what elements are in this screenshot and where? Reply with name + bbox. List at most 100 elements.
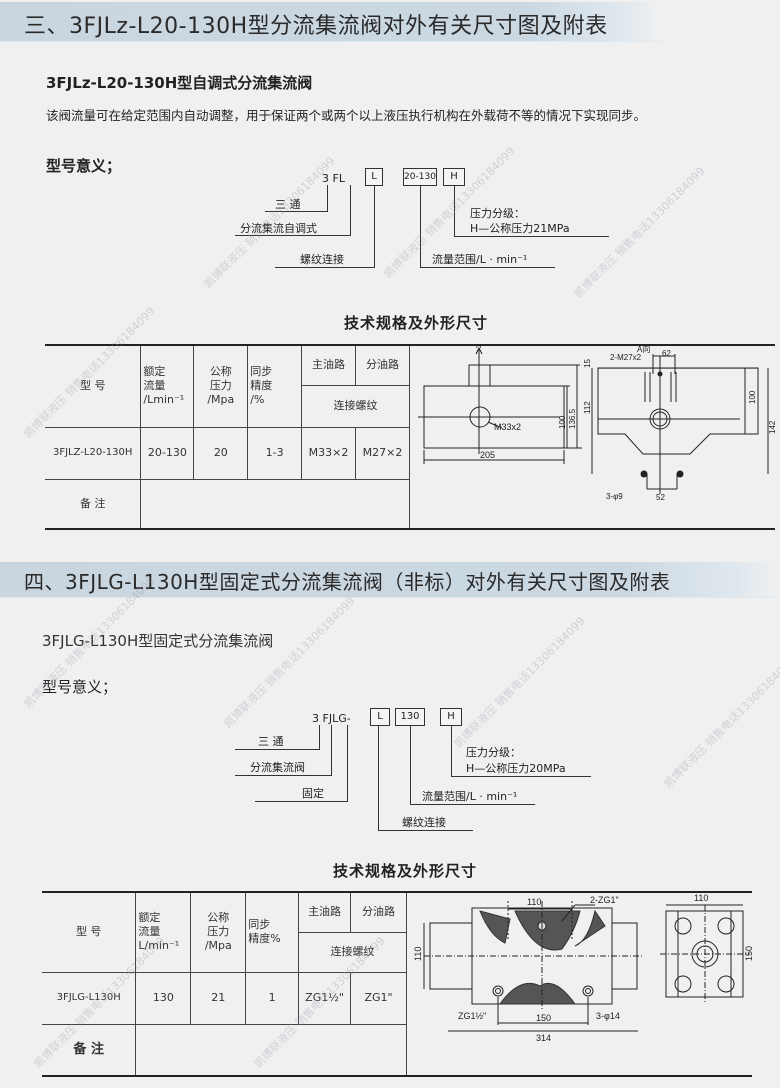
- header-nominal-pressure: 公称 压力 /Mpa: [190, 891, 247, 973]
- table-row: 3FJLG-L130H 130 21 1 ZG1½" ZG1": [42, 971, 407, 1025]
- svg-text:2-M27x2: 2-M27x2: [610, 353, 642, 362]
- section4-drawing-frame: [407, 891, 752, 1077]
- svg-text:110: 110: [694, 893, 708, 903]
- cell-sync-precision: 1: [245, 971, 300, 1025]
- cell-nominal-pressure: 21: [190, 971, 247, 1025]
- cell-rated-flow: 130: [135, 971, 192, 1025]
- svg-text:100: 100: [748, 390, 757, 404]
- model-prefix: 3 FL: [322, 172, 345, 185]
- section3-header-bar: 三、3FJLz-L20-130H型分流集流阀对外有关尺寸图及附表: [0, 2, 660, 42]
- watermark: 凯博联液压 销售电话13306184099: [221, 594, 358, 731]
- section3-model-meaning-label: 型号意义；: [46, 157, 122, 175]
- section3-title: 三、3FJLz-L20-130H型分流集流阀对外有关尺寸图及附表: [24, 14, 608, 39]
- header-rated-flow: 额定 流量 L/min⁻¹: [135, 891, 192, 973]
- annotation-flow-range: 流量范围/L · min⁻¹: [432, 253, 528, 266]
- annotation-three-way: 三 通: [258, 735, 284, 748]
- model-prefix: 3 FJLG-: [312, 712, 351, 725]
- watermark: 凯博联液压 销售电话13306184099: [571, 164, 708, 301]
- watermark: 凯博联液压 销售电话13306184099: [661, 654, 780, 791]
- model-box-flow: 130: [395, 708, 425, 726]
- model-box-flow: 20-130: [403, 168, 437, 186]
- header-sync-precision: 同步 精度%: [245, 891, 300, 973]
- header-thread: 连接螺纹: [298, 931, 407, 973]
- remarks-value: [135, 1023, 407, 1077]
- cell-branch-port: M27×2: [355, 426, 410, 480]
- header-model: 型 号: [45, 344, 142, 428]
- svg-text:112: 112: [583, 401, 592, 414]
- section4-table-title: 技术规格及外形尺寸: [333, 862, 478, 880]
- svg-text:62: 62: [662, 349, 671, 358]
- svg-text:A: A: [476, 344, 482, 350]
- model-box-H: H: [440, 708, 462, 726]
- watermark: 凯博联液压 销售电话13306184099: [451, 614, 588, 751]
- svg-text:136.5: 136.5: [568, 408, 577, 429]
- annotation-self-adjust: 分流集流自调式: [240, 222, 317, 235]
- section3-description: 该阀流量可在给定范围内自动调整，用于保证两个或两个以上液压执行机构在外载荷不等的…: [46, 108, 647, 123]
- section4-dimension-drawing: 110 2-ZG1" 110 ZG1½" 150 314 3-φ14 110 1…: [413, 893, 754, 1043]
- svg-text:52: 52: [656, 493, 665, 502]
- svg-text:110: 110: [413, 947, 423, 961]
- section4-model-meaning-label: 型号意义；: [42, 678, 118, 696]
- svg-text:150: 150: [744, 946, 754, 961]
- cell-main-port: M33×2: [301, 426, 356, 480]
- remarks-label: 备 注: [42, 1023, 137, 1077]
- annotation-three-way: 三 通: [275, 198, 301, 211]
- section3-dimension-drawing: M33x2 A 205 100 136.5 A向 2-M27x2 62 3-φ9…: [418, 344, 775, 502]
- annotation-fixed: 固定: [302, 787, 324, 800]
- annotation-divider: 分流集流阀: [250, 761, 305, 774]
- section4-header-bar: 四、3FJLG-L130H型固定式分流集流阀（非标）对外有关尺寸图及附表: [0, 562, 780, 598]
- svg-text:A向: A向: [637, 344, 650, 354]
- cell-sync-precision: 1-3: [247, 426, 303, 480]
- header-thread: 连接螺纹: [301, 384, 410, 428]
- header-sync-precision: 同步 精度 /%: [247, 344, 303, 428]
- annotation-pressure-grade: 压力分级：: [466, 746, 521, 759]
- svg-text:15: 15: [583, 359, 592, 368]
- header-rated-flow: 额定 流量 /Lmin⁻¹: [140, 344, 195, 428]
- section4-spec-table: 型 号 额定 流量 L/min⁻¹ 公称 压力 /Mpa 同步 精度% 主油路 …: [42, 891, 407, 1077]
- svg-text:3-φ9: 3-φ9: [606, 492, 623, 501]
- cell-model: 3FJLG-L130H: [42, 971, 137, 1025]
- header-nominal-pressure: 公称 压力 /Mpa: [193, 344, 249, 428]
- svg-text:2-ZG1": 2-ZG1": [590, 895, 619, 905]
- cell-main-port: ZG1½": [298, 971, 352, 1025]
- annotation-thread: 螺纹连接: [300, 253, 344, 266]
- svg-text:142: 142: [768, 420, 775, 434]
- cell-nominal-pressure: 20: [193, 426, 249, 480]
- section3-spec-table: 型 号 额定 流量 /Lmin⁻¹ 公称 压力 /Mpa 同步 精度 /% 主油…: [45, 344, 410, 530]
- model-box-L: L: [365, 168, 383, 186]
- header-model: 型 号: [42, 891, 137, 973]
- cell-branch-port: ZG1": [350, 971, 407, 1025]
- cell-rated-flow: 20-130: [140, 426, 195, 480]
- cell-model: 3FJLZ-L20-130H: [45, 426, 142, 480]
- annotation-pressure-value: H—公称压力21MPa: [470, 222, 570, 235]
- section4-subtitle: 3FJLG-L130H型固定式分流集流阀: [42, 632, 274, 650]
- table-row: 3FJLZ-L20-130H 20-130 20 1-3 M33×2 M27×2: [45, 426, 410, 480]
- model-box-L: L: [370, 708, 390, 726]
- section3-drawing-frame: [410, 344, 775, 530]
- side-view-drawing: 110 150: [660, 893, 754, 1003]
- svg-text:110: 110: [527, 897, 541, 907]
- front-view-drawing: 110 2-ZG1" 110 ZG1½" 150 314 3-φ14: [413, 895, 642, 1043]
- section3-subtitle: 3FJLz-L20-130H型自调式分流集流阀: [46, 74, 313, 92]
- section3-table-title: 技术规格及外形尺寸: [344, 314, 489, 332]
- svg-text:M33x2: M33x2: [494, 422, 521, 432]
- model-box-H: H: [443, 168, 465, 186]
- svg-text:150: 150: [536, 1013, 551, 1023]
- header-branch-port: 分油路: [350, 891, 407, 933]
- svg-text:314: 314: [536, 1033, 551, 1043]
- header-branch-port: 分油路: [355, 344, 410, 386]
- annotation-thread: 螺纹连接: [402, 816, 446, 829]
- annotation-pressure-value: H—公称压力20MPa: [466, 762, 566, 775]
- annotation-pressure-grade: 压力分级：: [470, 207, 525, 220]
- front-view-drawing: M33x2 A 205 100 136.5: [418, 344, 582, 464]
- side-view-drawing: A向 2-M27x2 62 3-φ9 52 112 15 100 142: [583, 344, 775, 502]
- svg-text:205: 205: [480, 450, 495, 460]
- header-main-port: 主油路: [298, 891, 352, 933]
- remarks-label: 备 注: [45, 478, 142, 530]
- remarks-value: [140, 478, 410, 530]
- svg-text:3-φ14: 3-φ14: [596, 1011, 620, 1021]
- section4-title: 四、3FJLG-L130H型固定式分流集流阀（非标）对外有关尺寸图及附表: [24, 570, 671, 594]
- svg-text:100: 100: [558, 415, 567, 429]
- svg-text:ZG1½": ZG1½": [458, 1011, 486, 1021]
- annotation-flow-range: 流量范围/L · min⁻¹: [422, 790, 518, 803]
